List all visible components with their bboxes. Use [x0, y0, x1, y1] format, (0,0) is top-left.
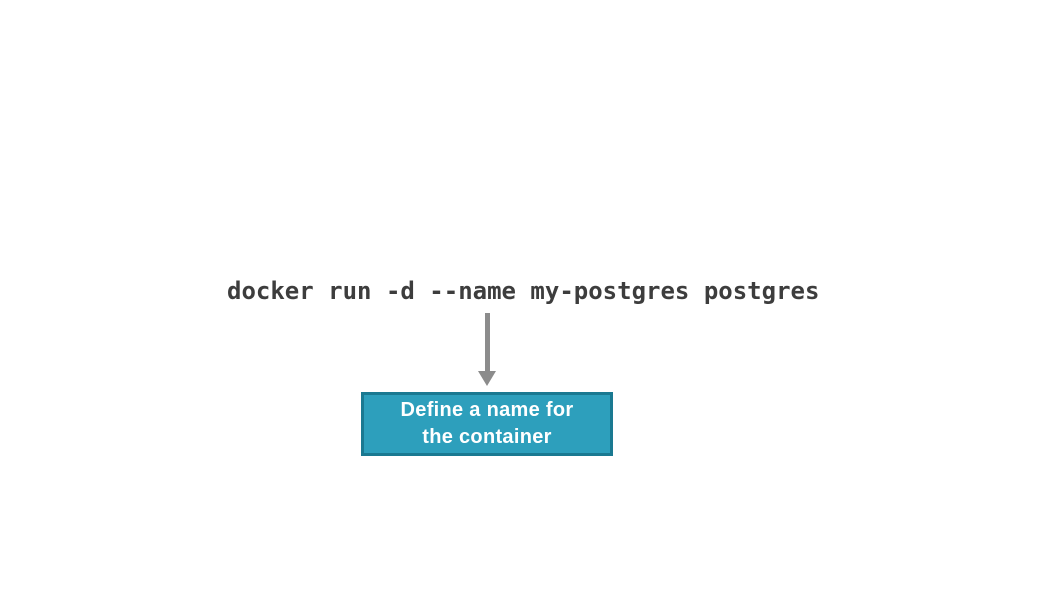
annotation-line-1: Define a name for — [400, 399, 574, 421]
arrow-stem — [485, 313, 490, 373]
annotation-box: Define a name for the container — [361, 392, 613, 456]
down-arrow-icon — [478, 313, 497, 386]
docker-command-text: docker run -d --name my-postgres postgre… — [227, 277, 820, 305]
arrow-head — [478, 371, 496, 386]
annotation-line-2: the container — [422, 426, 552, 448]
